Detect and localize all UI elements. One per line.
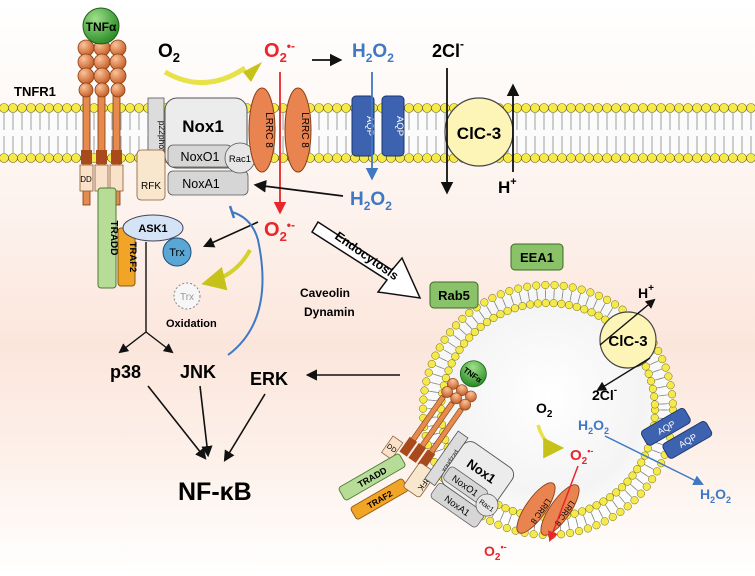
tnfr1-label: TNFR1 <box>14 84 56 99</box>
noxa1-label: NoxA1 <box>182 177 220 191</box>
aqp-label: AQP <box>364 116 375 136</box>
superoxide-efflux-endosome-arrow <box>548 465 579 542</box>
aqp-endosome: AQP AQP <box>641 408 713 459</box>
svg-text:2Cl-: 2Cl- <box>432 37 464 61</box>
o2-conversion-arrow-endosome <box>536 424 565 459</box>
aqp-channel: AQP AQP <box>351 95 405 157</box>
jnk-feedback-inhibition <box>227 211 264 356</box>
h2o2-label-mid: H2O2 <box>350 189 392 213</box>
trx-oxidized-label: Trx <box>180 292 194 303</box>
ask1-label: ASK1 <box>138 223 167 235</box>
clc3-channel: ClC-3 <box>444 97 514 167</box>
tnfr1-complex-endosome: TNFα <box>399 360 487 470</box>
endocytosis-arrow <box>310 220 422 299</box>
traf2-label: TRAF2 <box>127 242 138 273</box>
tnfa-label: TNFα <box>86 20 117 34</box>
svg-text:H2O2: H2O2 <box>578 417 609 436</box>
rab5: Rab5 <box>429 281 479 309</box>
svg-text:H2O2: H2O2 <box>352 41 394 65</box>
p38-to-nfkb-arrow <box>147 385 207 460</box>
h2o2-efflux-endosome-arrow <box>604 435 704 485</box>
svg-text:H2O2: H2O2 <box>700 486 731 505</box>
nox1-complex-plasma: p22phox Nox1 NoxO1 NoxA1 Rac1 RFK LRRC 8… <box>136 87 312 201</box>
trx-label: Trx <box>169 247 185 259</box>
p22phox-label: p22phox <box>157 121 167 154</box>
svg-text:O2•-: O2•- <box>264 39 295 65</box>
proton-label-top: H+ <box>498 176 517 197</box>
o2-label-endosome: O2 <box>536 400 553 420</box>
superoxide-label-endosome: O2•- <box>570 446 593 467</box>
ask1-complex: ASK1 Trx Trx Oxidation <box>122 214 217 330</box>
superoxide-label-top: O2•- <box>264 39 295 65</box>
clc3-label: ClC-3 <box>457 124 501 143</box>
erk-label: ERK <box>250 369 288 389</box>
superoxide-label-bottom: O2•- <box>484 542 507 563</box>
h2o2-label-top: H2O2 <box>352 41 394 65</box>
h2o2-label-endosome-in: H2O2 <box>578 417 609 436</box>
rac1-label: Rac1 <box>229 154 251 165</box>
chloride-into-endosome-arrow <box>596 357 651 392</box>
h2o2-label-endosome-out: H2O2 <box>700 486 731 505</box>
chloride-label-endosome: 2Cl- <box>592 385 617 403</box>
lrrc8-label-2: LRRC 8 <box>299 112 310 148</box>
to-p38-arrow <box>118 331 147 354</box>
proton-label-endosome: H+ <box>638 283 654 301</box>
erk-to-nfkb-arrow <box>223 393 266 462</box>
jnk-label: JNK <box>180 362 216 382</box>
svg-text:H+: H+ <box>498 176 517 197</box>
tradd-label: TRADD <box>108 221 119 256</box>
superoxide-to-trx-arrow <box>202 221 259 248</box>
jnk-to-nfkb-arrow <box>199 385 213 458</box>
to-jnk-arrow <box>145 331 174 354</box>
oxidation-label: Oxidation <box>166 318 217 330</box>
svg-text:O2•-: O2•- <box>570 446 593 467</box>
aqp-label-2: AQP <box>394 116 405 136</box>
dynamin-label: Dynamin <box>304 305 355 319</box>
endocytosis-label: Endocytosis <box>332 229 401 283</box>
caveolin-label: Caveolin <box>300 286 350 300</box>
svg-text:H+: H+ <box>638 283 654 301</box>
svg-text:O2•-: O2•- <box>484 542 507 563</box>
superoxide-label-mid: O2•- <box>264 218 295 244</box>
svg-text:ClC-3: ClC-3 <box>608 333 647 350</box>
chloride-label-top: 2Cl- <box>432 37 464 61</box>
p38-label: p38 <box>110 362 141 382</box>
o2-conversion-arrow <box>163 65 247 85</box>
dd-label: DD <box>80 175 92 184</box>
trx-oxidation-arrow <box>201 249 252 291</box>
svg-text:H2O2: H2O2 <box>350 189 392 213</box>
svg-text:2Cl-: 2Cl- <box>592 385 617 403</box>
o2-label: O2 <box>158 41 180 65</box>
nfkb-label: NF-κB <box>178 478 252 506</box>
svg-text:DD: DD <box>385 443 397 455</box>
proton-into-endosome-arrow <box>599 298 656 346</box>
rfk-label: RFK <box>141 181 161 192</box>
nox1-label: Nox1 <box>182 117 224 136</box>
lrrc8-label: LRRC 8 <box>263 112 274 148</box>
svg-text:O2: O2 <box>536 400 553 420</box>
inhibition-bar <box>228 205 236 219</box>
svg-text:Rab5: Rab5 <box>438 288 470 303</box>
clc3-channel-endosome: ClC-3 <box>599 311 657 369</box>
tnfr1-complex: DD TRADD TRAF2 TNFα TNFR1 <box>14 7 138 289</box>
o2-conversion-arrowhead <box>243 62 262 82</box>
svg-text:O2: O2 <box>158 41 180 65</box>
eea1: EEA1 <box>510 243 564 271</box>
svg-text:EEA1: EEA1 <box>520 250 554 265</box>
noxo1-label: NoxO1 <box>181 150 220 164</box>
svg-text:O2•-: O2•- <box>264 218 295 244</box>
h2o2-to-noxa1-arrow <box>253 180 344 197</box>
